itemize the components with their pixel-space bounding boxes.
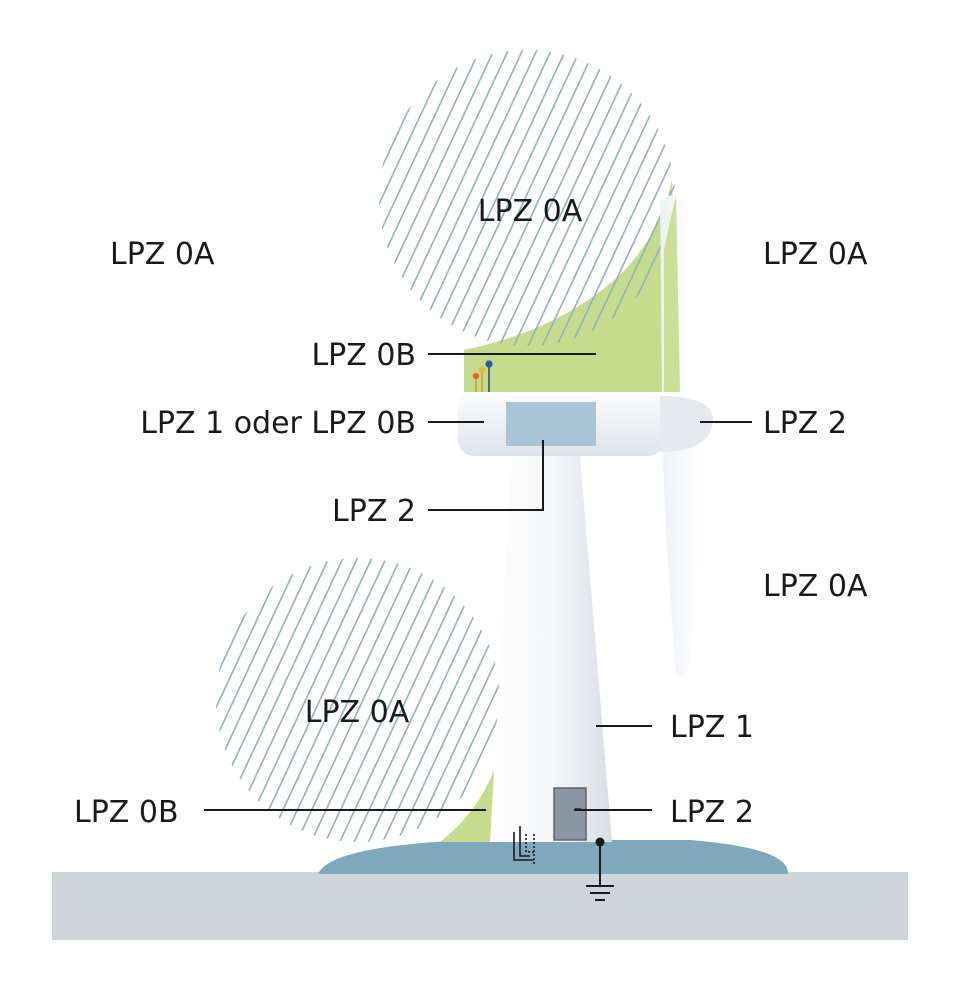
ground — [52, 872, 908, 940]
label-outside-right-top: LPZ 0A — [763, 237, 868, 272]
tower-cabinet — [553, 787, 587, 841]
earth-ground-icon — [586, 837, 614, 901]
blade-lower — [662, 440, 701, 676]
label-nacelle-top: LPZ 0B — [311, 338, 416, 373]
bonding-symbol-icon — [513, 826, 535, 866]
label-tower: LPZ 1 — [670, 710, 754, 745]
leader-nacelle-cabinet — [428, 440, 544, 511]
label-nacelle-cabinet: LPZ 2 — [332, 494, 416, 529]
green-zone-blade — [664, 196, 680, 392]
green-zone-base — [440, 770, 498, 842]
nacelle-cabinet — [506, 402, 596, 446]
tower — [490, 455, 612, 842]
earth-mound — [318, 840, 789, 874]
air-terminal-icon — [472, 360, 493, 392]
hub — [660, 396, 713, 452]
label-bottom-circle: LPZ 0A — [305, 695, 410, 730]
label-hub: LPZ 2 — [763, 406, 847, 441]
rolling-sphere-bottom — [216, 558, 500, 842]
label-tower-base: LPZ 0B — [74, 795, 179, 830]
label-top-circle: LPZ 0A — [478, 194, 583, 229]
label-nacelle: LPZ 1 oder LPZ 0B — [140, 406, 416, 441]
label-outside-right-mid: LPZ 0A — [763, 569, 868, 604]
rolling-sphere-top — [379, 50, 675, 346]
label-tower-cabinet: LPZ 2 — [670, 795, 754, 830]
label-outside-left: LPZ 0A — [110, 237, 215, 272]
